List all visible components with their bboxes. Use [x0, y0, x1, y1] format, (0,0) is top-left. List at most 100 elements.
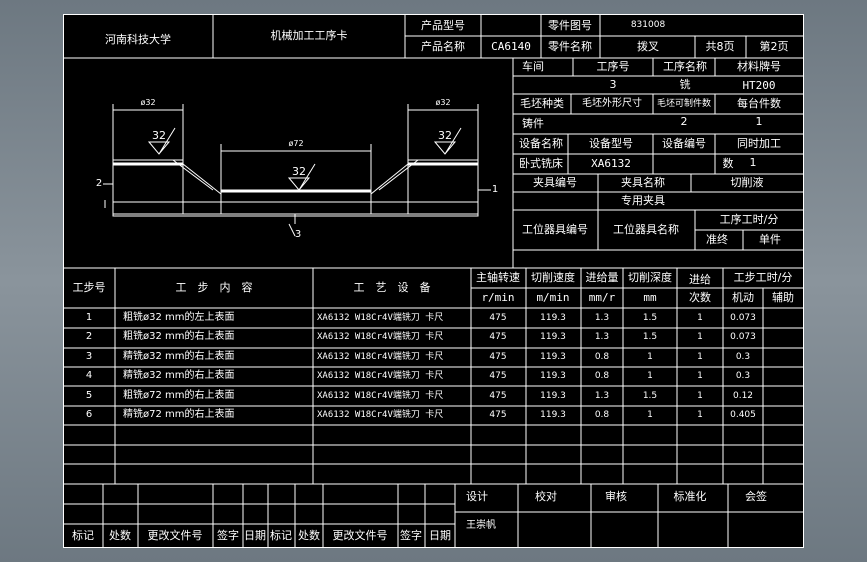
step-feed: 1.3	[594, 391, 610, 401]
footer-design-label: 设计	[466, 490, 488, 503]
step-equipment: XA6132 W18Cr4V端铣刀 卡尺	[317, 371, 444, 381]
step-passes: 1	[697, 410, 703, 420]
step-passes: 1	[697, 391, 703, 401]
product-name-label: 产品名称	[421, 40, 465, 53]
revision-label: 标记	[72, 529, 94, 542]
unit-time-label: 单件	[759, 233, 781, 246]
footer-designer: 王崇帆	[466, 520, 496, 531]
th-step-time: 工步工时/分	[733, 271, 793, 284]
step-depth: 1.5	[642, 313, 658, 323]
step-content: 粗铣ø72 mm的右上表面	[123, 390, 235, 401]
fixture-name-value: 专用夹具	[621, 194, 665, 207]
th-speed-unit: r/min	[481, 291, 515, 304]
equip-name-value: 卧式铣床	[519, 157, 563, 170]
station-no-label: 工位器具编号	[522, 223, 588, 236]
revision-label: 签字	[217, 529, 239, 542]
product-model-label: 产品型号	[421, 19, 465, 32]
revision-label: 日期	[244, 529, 266, 542]
th-feed-unit: mm/r	[588, 291, 616, 304]
rough-left: 32	[152, 129, 166, 142]
per-unit-label: 每台件数	[737, 97, 781, 110]
step-machine-time: 0.073	[730, 332, 756, 342]
step-machine-time: 0.3	[735, 371, 751, 381]
th-passes-unit: 次数	[689, 291, 711, 304]
step-equipment: XA6132 W18Cr4V端铣刀 卡尺	[317, 391, 444, 401]
part-name-label: 零件名称	[548, 40, 592, 53]
product-name-value: CA6140	[491, 40, 531, 53]
blank-count-label: 毛坯可制件数	[656, 99, 712, 109]
step-content: 粗铣ø32 mm的右上表面	[123, 331, 235, 342]
step-depth: 1.5	[642, 391, 658, 401]
step-cut-speed: 119.3	[540, 352, 566, 362]
revision-label: 处数	[298, 529, 320, 542]
drawing-left-boss	[112, 159, 184, 215]
card-grid	[63, 14, 804, 548]
step-equipment: XA6132 W18Cr4V端铣刀 卡尺	[317, 332, 444, 342]
revision-label: 签字	[400, 529, 422, 542]
step-passes: 1	[697, 352, 703, 362]
part-drawing	[103, 104, 491, 237]
equip-model-value: XA6132	[591, 157, 631, 170]
label-left: 2	[95, 178, 103, 189]
footer-proof-label: 校对	[535, 490, 557, 503]
coolant-label: 切削液	[730, 176, 764, 189]
station-name-label: 工位器具名称	[613, 223, 679, 236]
dim-left: ø32	[140, 98, 156, 107]
th-content: 工 步 内 容	[175, 281, 253, 294]
step-no: 1	[85, 312, 93, 323]
step-feed: 0.8	[594, 410, 610, 420]
page-no: 第2页	[759, 40, 789, 53]
drawing-right-boss	[407, 159, 479, 215]
step-cut-speed: 119.3	[540, 332, 566, 342]
step-no: 5	[85, 390, 93, 401]
material-label: 材料牌号	[737, 60, 781, 73]
step-no: 3	[85, 351, 93, 362]
step-depth: 1	[647, 352, 653, 362]
blank-size-label: 毛坯外形尺寸	[582, 98, 642, 109]
th-equipment: 工 艺 设 备	[353, 281, 431, 294]
part-name-value: 拨叉	[637, 40, 659, 53]
step-passes: 1	[697, 332, 703, 342]
revision-label: 更改文件号	[147, 529, 203, 542]
step-no: 4	[85, 370, 93, 381]
th-passes: 进给	[689, 273, 711, 286]
step-no: 6	[85, 409, 93, 420]
part-no-value: 831008	[630, 20, 666, 30]
step-feed: 1.3	[594, 332, 610, 342]
part-no-label: 零件图号	[548, 19, 592, 32]
rough-mid: 32	[292, 165, 306, 178]
simul-count-label: 数	[722, 157, 734, 170]
dim-right: ø32	[435, 98, 451, 107]
step-passes: 1	[697, 313, 703, 323]
step-cut-speed: 119.3	[540, 410, 566, 420]
th-cut-speed-unit: m/min	[536, 291, 570, 304]
per-unit-value: 1	[755, 115, 763, 128]
step-speed: 475	[489, 371, 507, 381]
blank-count-value: 2	[680, 115, 688, 128]
step-content: 精铣ø32 mm的右上表面	[123, 351, 235, 362]
blank-type-value: 铸件	[522, 117, 544, 130]
simul-count-value: 1	[749, 156, 757, 169]
process-name-label: 工序名称	[663, 60, 707, 73]
equip-name-label: 设备名称	[519, 137, 563, 150]
step-feed: 0.8	[594, 352, 610, 362]
step-machine-time: 0.073	[730, 313, 756, 323]
step-machine-time: 0.12	[732, 391, 754, 401]
step-speed: 475	[489, 332, 507, 342]
label-right: 1	[491, 184, 499, 195]
revision-label: 更改文件号	[332, 529, 388, 542]
std-time-label: 准终	[706, 233, 728, 246]
revision-label: 标记	[270, 529, 292, 542]
process-no-label: 工序号	[596, 60, 630, 73]
blank-type-label: 毛坯种类	[520, 97, 564, 110]
material-value: HT200	[742, 79, 776, 92]
revision-label: 处数	[109, 529, 131, 542]
process-time-label: 工序工时/分	[719, 213, 779, 226]
step-feed: 0.8	[594, 371, 610, 381]
th-aux-time: 辅助	[772, 291, 794, 304]
step-equipment: XA6132 W18Cr4V端铣刀 卡尺	[317, 313, 444, 323]
school-name: 河南科技大学	[105, 33, 171, 46]
step-depth: 1.5	[642, 332, 658, 342]
footer-sign-label: 会签	[745, 490, 767, 503]
process-card-sheet: ø32 ø32 ø72 32 32 32 2 1 3 河南科技大学 机械加工工序…	[63, 14, 804, 548]
